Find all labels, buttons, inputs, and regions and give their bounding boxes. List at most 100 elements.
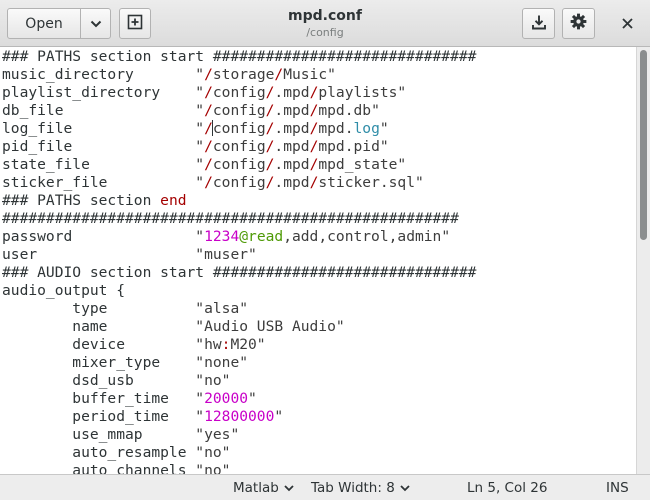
code-token: config: [212, 138, 266, 155]
code-token: "yes": [195, 426, 240, 443]
code-token: .mpd: [274, 174, 310, 191]
code-token: /: [274, 66, 284, 83]
code-line[interactable]: buffer_time "20000": [2, 390, 476, 408]
tab-width-label: Tab Width: 8: [311, 480, 395, 496]
status-bar: Matlab Tab Width: 8 Ln 5, Col 26 INS: [0, 474, 650, 500]
code-line[interactable]: sticker_file "/config/.mpd/sticker.sql": [2, 174, 476, 192]
code-token: "no": [195, 372, 231, 389]
new-tab-button[interactable]: [119, 8, 151, 39]
code-line[interactable]: state_file "/config/.mpd/mpd_state": [2, 156, 476, 174]
code-token: /: [204, 102, 213, 119]
code-token: 20000: [204, 390, 249, 407]
code-line[interactable]: type "alsa": [2, 300, 476, 318]
code-token: /: [309, 156, 319, 173]
code-line[interactable]: auto_resample "no": [2, 444, 476, 462]
tab-width-selector[interactable]: Tab Width: 8: [311, 479, 410, 497]
download-icon: [531, 14, 547, 34]
open-button[interactable]: Open: [25, 15, 63, 32]
language-selector[interactable]: Matlab: [233, 479, 294, 497]
code-token: ": [195, 408, 205, 425]
code-line[interactable]: ### PATHS section start ################…: [2, 48, 476, 66]
code-token: .mpd: [274, 156, 310, 173]
code-line[interactable]: db_file "/config/.mpd/mpd.db": [2, 102, 476, 120]
code-token: type: [2, 300, 196, 317]
code-token: log_file: [2, 120, 196, 137]
code-token: ": [195, 102, 205, 119]
save-button[interactable]: [522, 8, 555, 39]
code-line[interactable]: password "1234@read,add,control,admin": [2, 228, 476, 246]
code-line[interactable]: dsd_usb "no": [2, 372, 476, 390]
vertical-scrollbar[interactable]: [636, 47, 650, 474]
code-token: music_directory: [2, 66, 196, 83]
code-token: @read: [239, 228, 284, 245]
code-token: mpd.pid": [318, 138, 389, 155]
code-token: ": [195, 138, 205, 155]
header-bar: Open mpd.conf /config: [0, 0, 650, 47]
code-line[interactable]: music_directory "/storage/Music": [2, 66, 476, 84]
code-line[interactable]: log_file "/config/.mpd/mpd.log": [2, 120, 476, 138]
code-token: /: [265, 138, 275, 155]
code-token: auto_channels: [2, 462, 196, 474]
code-token: ########################################…: [2, 210, 459, 227]
text-editor-view[interactable]: ### PATHS section start ################…: [0, 47, 636, 474]
code-token: log: [353, 120, 380, 137]
code-token: /: [309, 174, 319, 191]
code-token: mpd.: [318, 120, 354, 137]
code-line[interactable]: use_mmap "yes": [2, 426, 476, 444]
code-token: ": [248, 390, 257, 407]
code-token: ": [274, 408, 284, 425]
code-token: /: [204, 156, 213, 173]
code-token: /: [204, 120, 213, 137]
code-line[interactable]: pid_file "/config/.mpd/mpd.pid": [2, 138, 476, 156]
menu-button[interactable]: [562, 8, 595, 39]
code-token: "alsa": [195, 300, 249, 317]
code-line[interactable]: user "muser": [2, 246, 476, 264]
code-line[interactable]: ### AUDIO section start ################…: [2, 264, 476, 282]
chevron-down-icon[interactable]: [81, 9, 111, 38]
code-token: pid_file: [2, 138, 196, 155]
code-line[interactable]: playlist_directory "/config/.mpd/playlis…: [2, 84, 476, 102]
code-token: sticker_file: [2, 174, 196, 191]
code-token: ": [195, 156, 205, 173]
code-token: /: [309, 120, 319, 137]
code-line[interactable]: auto_channels "no": [2, 462, 476, 474]
code-line[interactable]: audio_output {: [2, 282, 476, 300]
close-button[interactable]: [612, 8, 642, 39]
cursor-position-label: Ln 5, Col 26: [467, 480, 548, 496]
code-token: /: [309, 84, 319, 101]
code-content[interactable]: ### PATHS section start ################…: [2, 48, 476, 474]
code-token: config: [212, 174, 266, 191]
code-line[interactable]: name "Audio USB Audio": [2, 318, 476, 336]
code-token: config: [212, 84, 266, 101]
code-token: M20": [230, 336, 266, 353]
code-line[interactable]: device "hw:M20": [2, 336, 476, 354]
code-line[interactable]: period_time "12800000": [2, 408, 476, 426]
code-token: buffer_time: [2, 390, 196, 407]
code-line[interactable]: ########################################…: [2, 210, 476, 228]
code-token: /: [204, 138, 213, 155]
code-token: /: [204, 84, 213, 101]
code-token: ### PATHS section start ################…: [2, 48, 477, 65]
code-token: 12800000: [204, 408, 275, 425]
code-token: /: [204, 174, 213, 191]
language-label: Matlab: [233, 480, 279, 496]
code-line[interactable]: ### PATHS section end: [2, 192, 476, 210]
code-token: dsd_usb: [2, 372, 196, 389]
code-token: "no": [195, 444, 231, 461]
code-token: .mpd: [274, 102, 310, 119]
code-token: ": [195, 174, 205, 191]
code-token: config: [212, 156, 266, 173]
code-token: auto_resample: [2, 444, 196, 461]
code-token: ": [379, 120, 389, 137]
code-line[interactable]: mixer_type "none": [2, 354, 476, 372]
code-token: .mpd: [274, 120, 310, 137]
scrollbar-thumb[interactable]: [640, 50, 647, 240]
code-token: period_time: [2, 408, 196, 425]
open-button-separator: [80, 9, 81, 38]
code-token: "no": [195, 462, 231, 474]
cursor-position[interactable]: Ln 5, Col 26: [467, 479, 547, 497]
code-token: /: [265, 84, 275, 101]
open-button-group[interactable]: Open: [7, 8, 111, 39]
new-tab-icon: [127, 14, 143, 34]
code-token: mpd.db": [318, 102, 380, 119]
